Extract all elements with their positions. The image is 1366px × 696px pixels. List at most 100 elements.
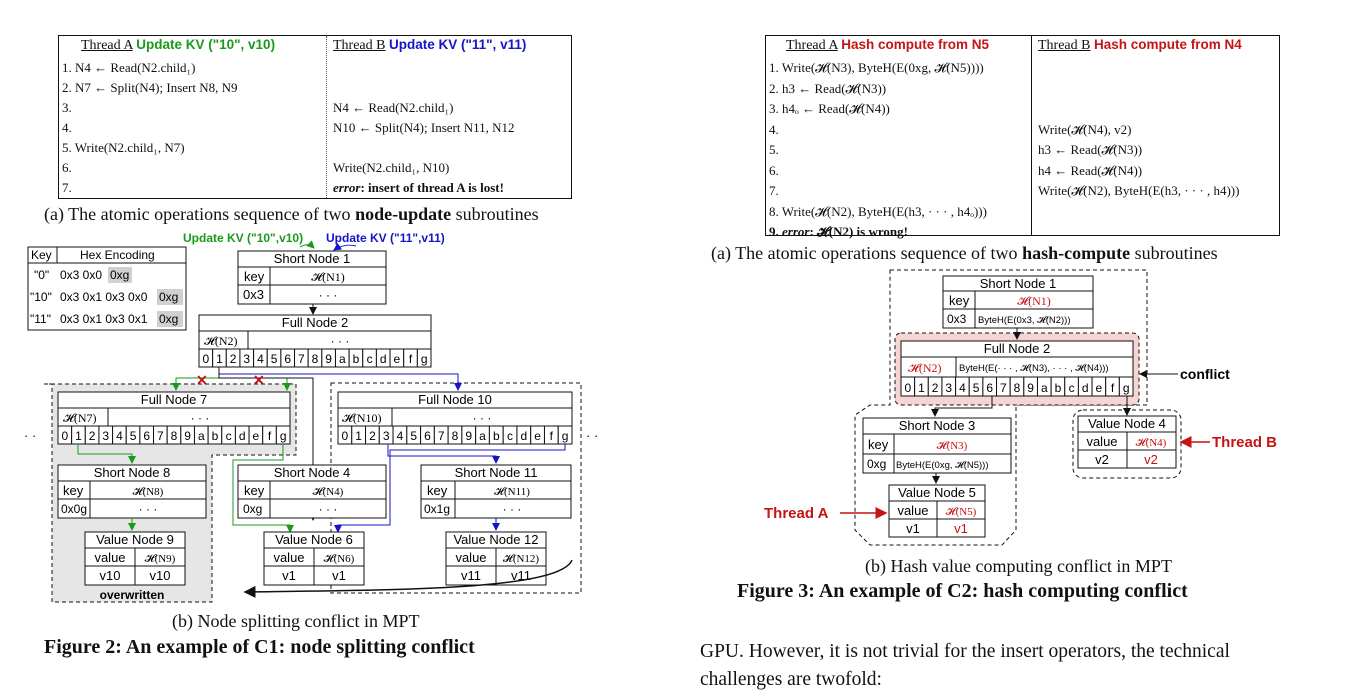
svg-text:key: key xyxy=(868,437,889,452)
step-row: 5. Write(N2.child₁, N7) xyxy=(62,140,185,155)
slot-label: d xyxy=(520,429,527,443)
hex-encoding-table: Key Hex Encoding "0" 0x3 0x0 0xg "10" 0x… xyxy=(27,246,187,331)
threadB-header: Thread B Hash compute from N4 xyxy=(1038,37,1242,53)
error-row: error: insert of thread A is lost! xyxy=(333,180,504,195)
svg-text:key: key xyxy=(63,483,84,498)
svg-text:v1: v1 xyxy=(332,568,346,583)
slot-label: 3 xyxy=(945,381,952,395)
overwritten-label: overwritten xyxy=(100,588,165,602)
slot-label: 1 xyxy=(216,352,223,366)
slot-label: c xyxy=(507,429,513,443)
slot-label: a xyxy=(479,429,486,443)
slot-label: 9 xyxy=(184,429,191,443)
slot-label: e xyxy=(394,352,401,366)
svg-text:𝓗(N4): 𝓗(N4) xyxy=(313,486,344,498)
step-row: h3 ← Read(𝓗(N3)) xyxy=(1038,142,1143,157)
svg-text:0x1g: 0x1g xyxy=(424,502,450,516)
left-dots: · · xyxy=(24,428,36,443)
step-row: 1. Write(𝓗(N3), ByteH(E(0xg, 𝓗(N5)))) xyxy=(769,60,984,75)
short-node-4: Short Node 4 key 𝓗(N4) 0xg · · · xyxy=(237,464,387,519)
step-row: h4 ← Read(𝓗(N4)) xyxy=(1038,162,1143,178)
slot-label: 5 xyxy=(410,429,417,443)
step-row xyxy=(333,58,515,78)
step-row: N10 ← Split(N4); Insert N11, N12 xyxy=(333,120,515,135)
short-node-11: Short Node 11 key 𝓗(N11) 0x1g · · · xyxy=(420,464,572,519)
svg-text:Value Node 9: Value Node 9 xyxy=(96,532,174,547)
column-divider xyxy=(1031,36,1032,235)
fig2a-caption: (a) The atomic operations sequence of tw… xyxy=(44,204,539,224)
svg-text:key: key xyxy=(427,483,448,498)
step-row xyxy=(1038,79,1239,100)
svg-text:Full Node 10: Full Node 10 xyxy=(418,392,492,407)
slot-label: g xyxy=(421,352,428,366)
hex-col-key: Key xyxy=(31,248,52,262)
svg-text:𝓗(N2): 𝓗(N2) xyxy=(204,334,237,348)
slot-label: 7 xyxy=(157,429,164,443)
slot-label: 8 xyxy=(452,429,459,443)
svg-text:𝓗(N5): 𝓗(N5) xyxy=(946,506,977,518)
slot-label: c xyxy=(367,352,373,366)
conflict-label: conflict xyxy=(1180,366,1230,382)
slot-label: 2 xyxy=(89,429,96,443)
svg-text:Full Node 7: Full Node 7 xyxy=(141,392,207,407)
slot-label: 3 xyxy=(102,429,109,443)
svg-text:value: value xyxy=(273,550,304,565)
slot-label: 9 xyxy=(1027,381,1034,395)
value-node-9: Value Node 9 value 𝓗(N9) v10 v10 xyxy=(84,531,186,586)
svg-text:Short Node 1: Short Node 1 xyxy=(980,276,1057,291)
svg-text:Full Node 2: Full Node 2 xyxy=(282,315,348,330)
step-row: 5. xyxy=(769,142,779,157)
step-row: 1. N4 ← Read(N2.child₁) xyxy=(62,60,196,75)
hex-key: "11" xyxy=(30,312,51,326)
hex-tail: 0xg xyxy=(159,312,178,326)
body-line: GPU. However, it is not trivial for the … xyxy=(700,641,1230,662)
slot-label: f xyxy=(268,429,272,443)
slot-label: a xyxy=(1041,381,1048,395)
slot-label: 0 xyxy=(202,352,209,366)
step-row: 3. xyxy=(62,100,72,115)
hex-key: "10" xyxy=(30,290,52,304)
step-row xyxy=(1038,99,1239,120)
svg-text:key: key xyxy=(244,269,265,284)
body-line: challenges are twofold: xyxy=(700,669,882,690)
value-node-5: Value Node 5 value 𝓗(N5) v1 v1 xyxy=(888,484,986,538)
slot-label: 0 xyxy=(342,429,349,443)
slot-label: b xyxy=(212,429,219,443)
hex-enc: 0x3 0x1 0x3 0x0 xyxy=(60,290,148,304)
fig3a-sequence-table: Thread A Hash compute from N5 Thread B H… xyxy=(765,35,1280,239)
step-row xyxy=(333,78,515,98)
threadA-steps: 1. Write(𝓗(N3), ByteH(E(0xg, 𝓗(N5)))) 2.… xyxy=(769,58,987,243)
svg-text:Full Node 2: Full Node 2 xyxy=(984,341,1050,356)
slot-label: 2 xyxy=(230,352,237,366)
svg-text:Short Node 4: Short Node 4 xyxy=(274,465,351,480)
slot-cell xyxy=(416,348,432,368)
threadA-header: Thread A Update KV ("10", v10) xyxy=(81,37,276,53)
error-row: 9. error: 𝓗(N2) is wrong! xyxy=(769,224,908,239)
svg-text:𝓗(N1): 𝓗(N1) xyxy=(1017,294,1050,308)
slot-label: a xyxy=(339,352,346,366)
hex-enc: 0x3 0x1 0x3 0x1 xyxy=(60,312,148,326)
slot-label: 3 xyxy=(383,429,390,443)
hex-tail: 0xg xyxy=(110,268,129,282)
slot-label: g xyxy=(1123,381,1130,395)
slot-label: 0 xyxy=(61,429,68,443)
figure-3-caption: Figure 3: An example of C2: hash computi… xyxy=(737,580,1188,602)
step-row: Write(𝓗(N2), ByteH(E(h3, · · · , h4))) xyxy=(1038,183,1240,198)
threadB-steps: Write(𝓗(N4), v2) h3 ← Read(𝓗(N3)) h4 ← R… xyxy=(1038,58,1239,202)
svg-text:Value Node 6: Value Node 6 xyxy=(275,532,353,547)
slot-label: 3 xyxy=(243,352,250,366)
slot-label: d xyxy=(239,429,246,443)
short-node-8: Short Node 8 key 𝓗(N8) 0x0g · · · xyxy=(57,464,207,519)
slot-label: 9 xyxy=(325,352,332,366)
slot-label: 1 xyxy=(355,429,362,443)
step-row: 2. N7 ← Split(N4); Insert N8, N9 xyxy=(62,80,238,95)
svg-text:Short Node 3: Short Node 3 xyxy=(899,418,976,433)
slot-label: e xyxy=(534,429,541,443)
column-divider xyxy=(326,36,327,198)
fig3b-caption: (b) Hash value computing conflict in MPT xyxy=(865,556,1172,576)
svg-text:ByteH(E(· · · , 𝓗(N3), · · ·: ByteH(E(· · · , 𝓗(N3), · · · , 𝓗(N4))) xyxy=(959,363,1109,374)
slot-label: c xyxy=(1069,381,1075,395)
